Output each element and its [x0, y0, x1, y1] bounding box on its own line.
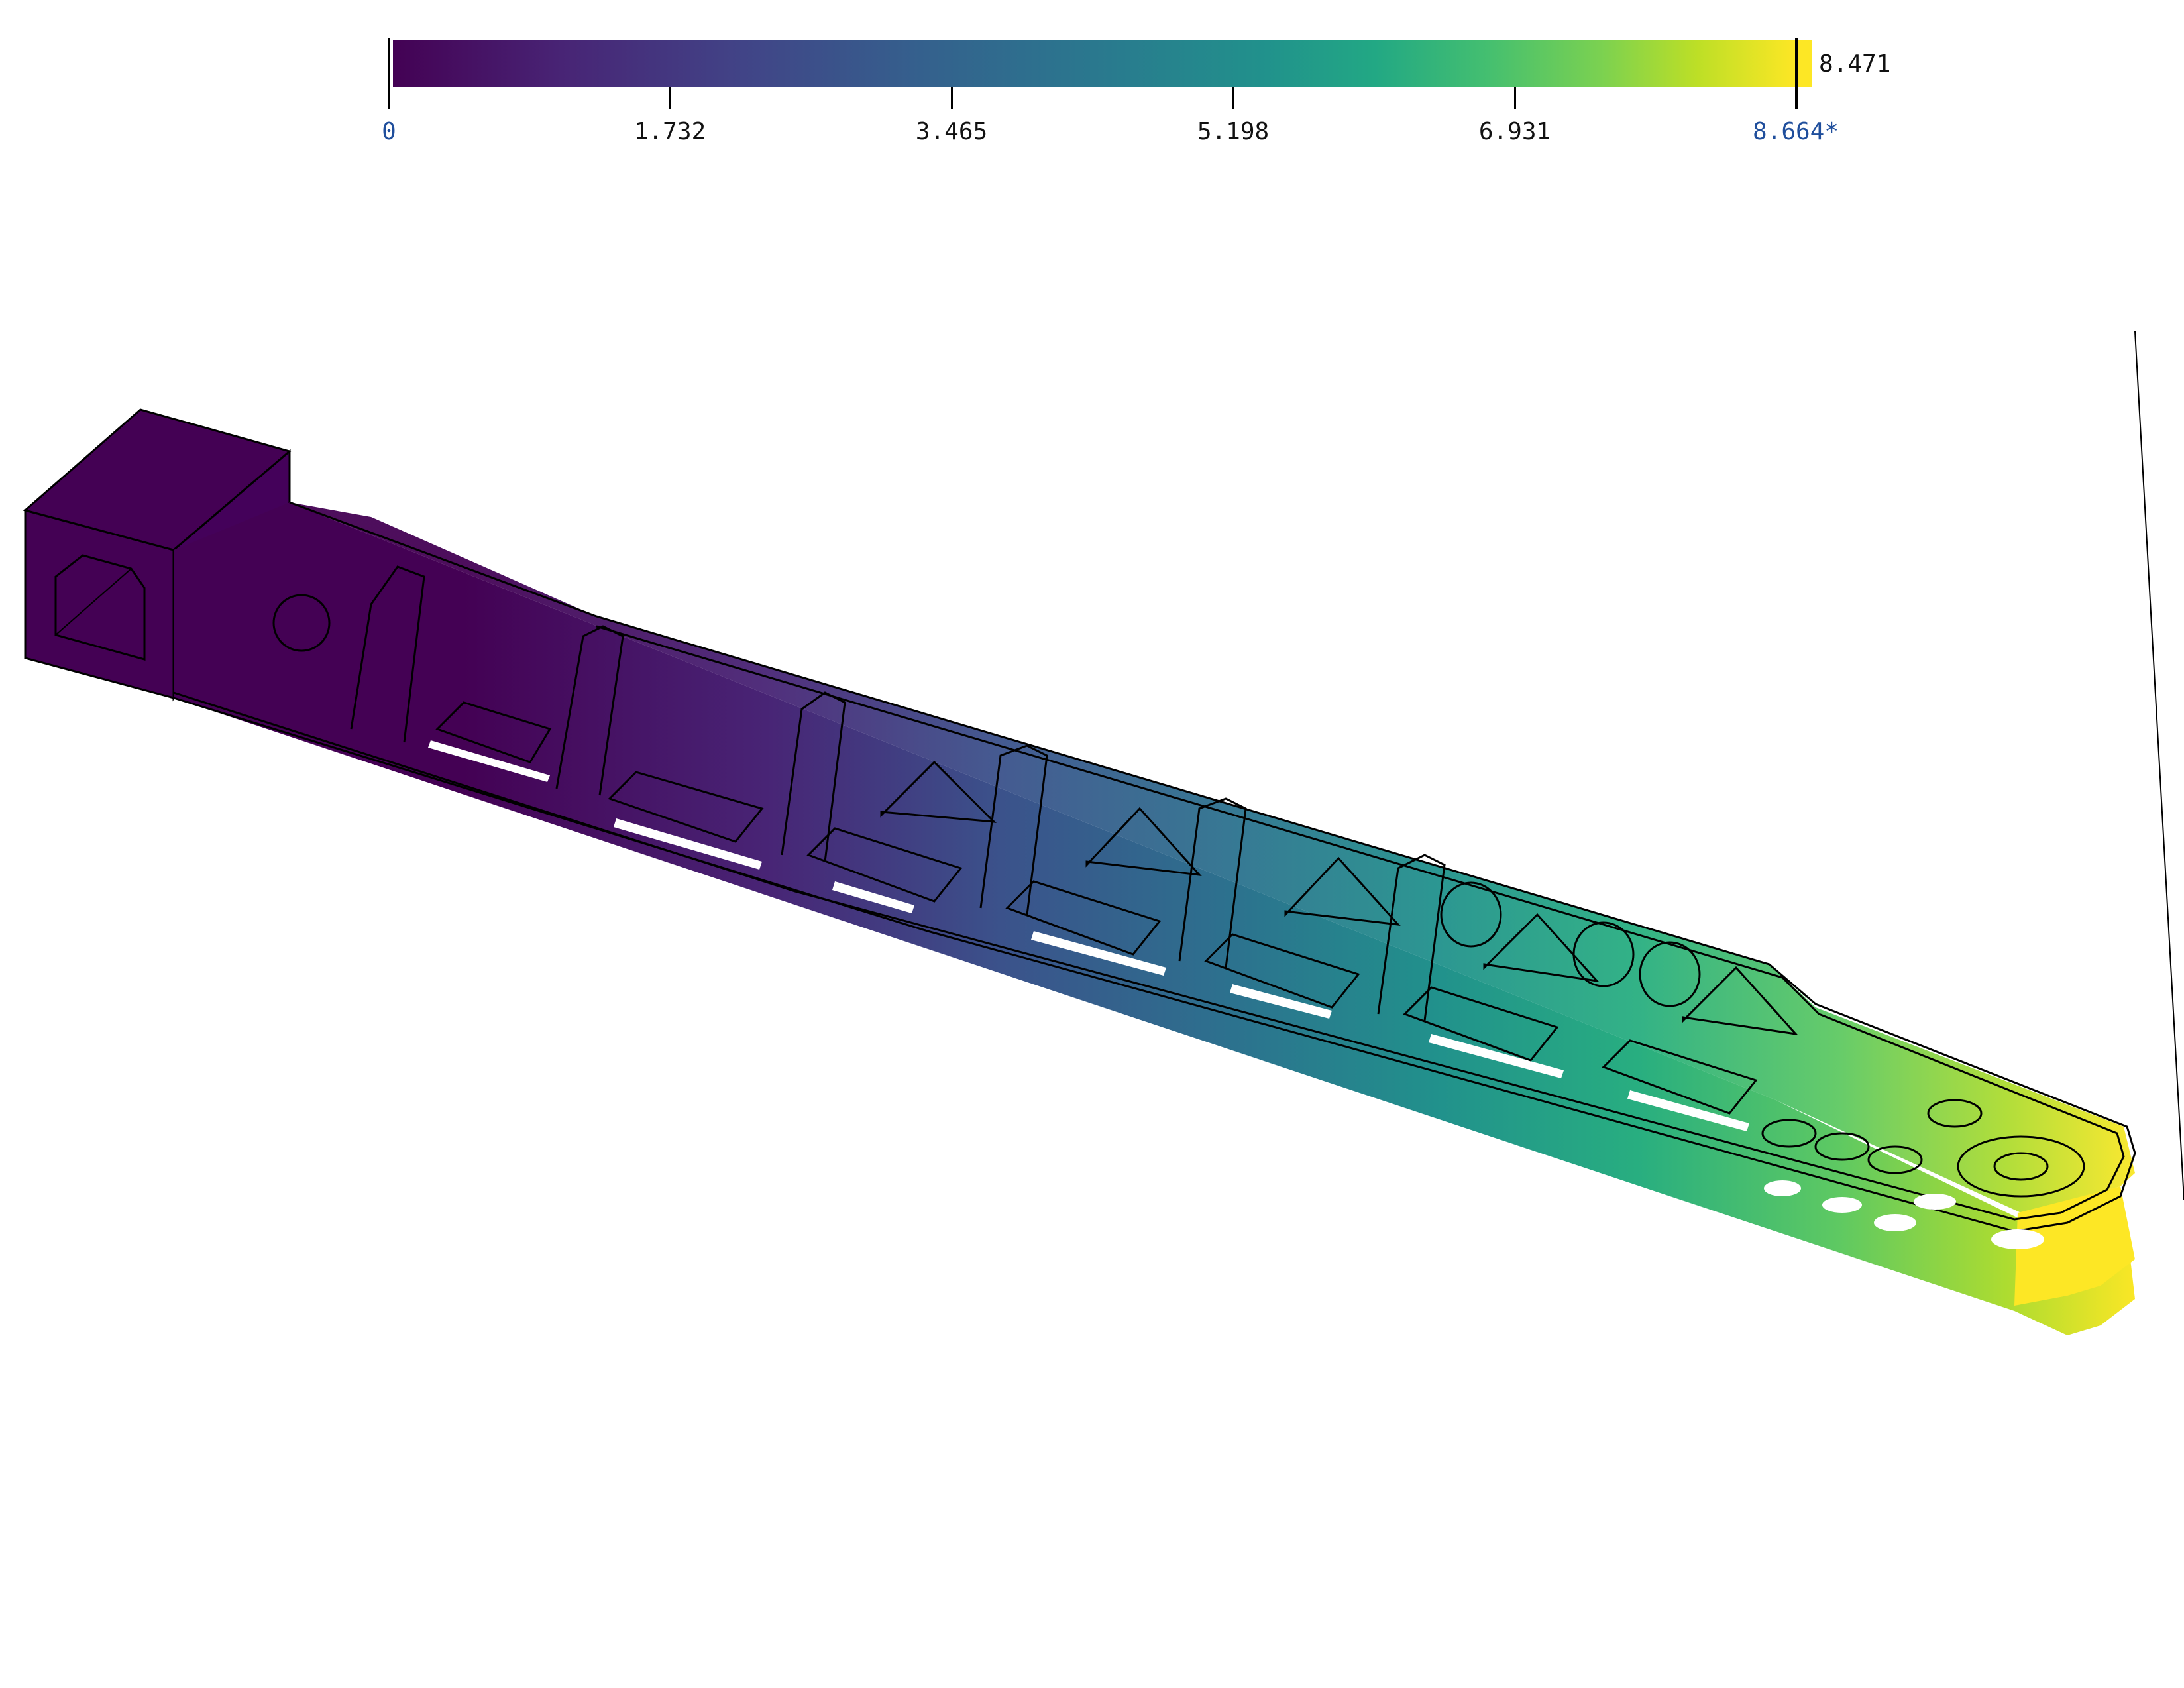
beam-edge-inner	[173, 625, 2125, 1221]
beam-axis-line	[2134, 331, 2184, 1200]
rect-pockets	[435, 701, 1758, 1115]
beam-edge-bottom	[173, 501, 2136, 1233]
colorbar-current-max-value: 8.471	[1819, 50, 1891, 78]
slot-openings	[428, 740, 2044, 1249]
colorbar-overflow-segment	[1796, 40, 1812, 87]
triangle-pockets	[880, 760, 1798, 1036]
colorbar-tick	[669, 87, 671, 109]
colorbar-max-handle[interactable]	[1795, 38, 1798, 109]
colorbar-gradient	[393, 40, 1796, 87]
colorbar-tick	[1514, 87, 1516, 109]
beam-top-face	[174, 502, 2135, 1213]
part-body	[23, 331, 2184, 1335]
colorbar-tick	[951, 87, 953, 109]
colorbar-max-label[interactable]: 8.664*	[1752, 118, 1839, 145]
colorbar-tick-label: 3.465	[915, 118, 988, 145]
colorbar-tick-label: 1.732	[633, 118, 706, 145]
colorbar-tick-label: 6.931	[1478, 118, 1551, 145]
hexagon-diagonal	[55, 568, 132, 636]
colorbar-tick-label: 5.198	[1197, 118, 1270, 145]
colorbar-min-handle[interactable]	[388, 38, 390, 109]
colorbar-tick	[1232, 87, 1234, 109]
model-viewport[interactable]	[0, 331, 2184, 1688]
colorbar-min-label[interactable]: 0	[382, 118, 396, 145]
circle-features	[272, 594, 2085, 1198]
